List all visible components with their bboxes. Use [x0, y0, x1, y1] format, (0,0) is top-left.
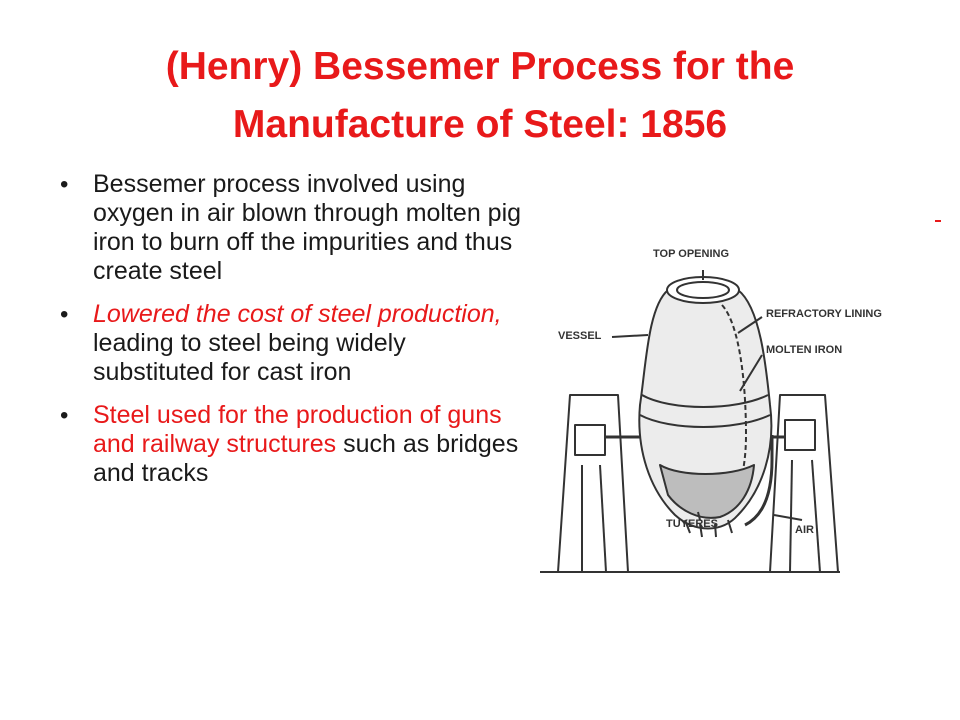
refractory-lining — [719, 304, 747, 516]
tuyeres — [684, 519, 733, 538]
bullet-marker: • — [60, 301, 69, 328]
slide-title: (Henry) Bessemer Process for the Manufac… — [60, 38, 900, 154]
decorative-red-mark — [935, 220, 941, 222]
bullet-2-text: leading to steel being widely substitute… — [93, 329, 406, 386]
bullet-3-emphasis: Steel used for the production of guns an… — [93, 401, 502, 458]
label-top-opening: TOP OPENING — [653, 248, 729, 260]
label-refractory-lining: REFRACTORY LINING — [766, 308, 882, 320]
title-line-2: Manufacture of Steel: 1856 — [232, 103, 728, 146]
air-pipe — [744, 435, 774, 527]
bullet-item-2: • Lowered the cost of steel production, … — [60, 300, 530, 387]
bullet-1-text: Bessemer process involved using oxygen i… — [93, 170, 522, 285]
trunnion-ring — [641, 394, 769, 408]
bullet-3-text: such as bridges and tracks — [93, 430, 519, 487]
label-tuyeres: TUYERES — [666, 518, 718, 530]
bullet-item-1: • Bessemer process involved using oxygen… — [60, 170, 530, 286]
title-line-1: (Henry) Bessemer Process for the — [165, 45, 795, 88]
left-pivot-box — [574, 424, 606, 456]
bessemer-converter-diagram: TOP OPENING REFRACTORY LINING VESSEL MOL… — [540, 248, 882, 573]
label-molten-iron: MOLTEN IRON — [766, 344, 842, 356]
label-air: AIR — [795, 524, 814, 536]
bullet-marker: • — [60, 402, 69, 429]
molten-iron — [659, 464, 755, 519]
bullet-list: • Bessemer process involved using oxygen… — [60, 170, 530, 502]
label-vessel: VESSEL — [558, 330, 602, 342]
right-support-stand — [769, 394, 839, 573]
bullet-2-emphasis: Lowered the cost of steel production, — [93, 300, 502, 328]
right-pivot-box — [784, 419, 816, 451]
bullet-item-3: • Steel used for the production of guns … — [60, 401, 530, 488]
bullet-marker: • — [60, 171, 69, 198]
left-support-stand — [557, 394, 629, 573]
